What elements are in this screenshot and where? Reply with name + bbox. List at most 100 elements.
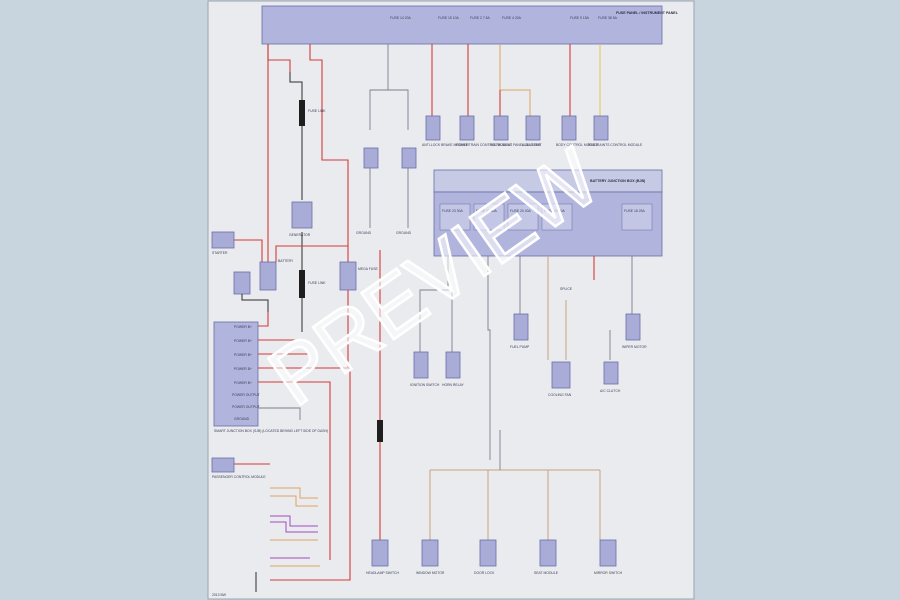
mid-component-box bbox=[551, 361, 571, 389]
power-bus-cell-label: FUSE 18 25A bbox=[624, 209, 645, 213]
bottom-component-box bbox=[421, 539, 439, 567]
ground-label: GROUND bbox=[356, 231, 372, 235]
mid-component-label: COOLING FAN bbox=[548, 393, 572, 397]
bottom-component-box bbox=[599, 539, 617, 567]
left-module-row: POWER B+ bbox=[234, 353, 252, 357]
top-components: ANTI-LOCK BRAKE MODULE POWERTRAIN CONTRO… bbox=[356, 44, 643, 235]
top-component-box bbox=[459, 115, 475, 141]
left-module-row: GROUND bbox=[234, 417, 250, 421]
battery-box bbox=[259, 261, 277, 291]
top-bus-fuse-label: FUSE 38 5A bbox=[598, 16, 618, 20]
power-bus-cell bbox=[439, 203, 471, 231]
left-module-box bbox=[213, 321, 259, 427]
passenger-module-label: PASSENGER CONTROL MODULE bbox=[212, 475, 266, 479]
page-ref: 2013 BW bbox=[212, 593, 227, 597]
power-bus-cell-label: FUSE 20 40A bbox=[510, 209, 531, 213]
power-bus-cell bbox=[507, 203, 539, 231]
bottom-component-box bbox=[479, 539, 497, 567]
starter-box bbox=[211, 231, 235, 249]
bottom-branches bbox=[429, 430, 601, 540]
top-bus-fuse-label: FUSE 15 10A bbox=[438, 16, 459, 20]
bottom-component-label: MIRROR SWITCH bbox=[594, 571, 623, 575]
top-bus-fuse-label: FUSE 9 15A bbox=[570, 16, 590, 20]
left-module-row: POWER B+ bbox=[234, 325, 252, 329]
left-module: POWER B+ POWER B+ POWER B+ POWER B+ POWE… bbox=[213, 312, 351, 581]
mid-component-label: A/C CLUTCH bbox=[600, 389, 621, 393]
fuse-link-symbol bbox=[299, 270, 305, 298]
ground-label: GROUND bbox=[396, 231, 412, 235]
generator-label: GENERATOR bbox=[289, 233, 311, 237]
top-component-box bbox=[493, 115, 509, 141]
battery-group: STARTER BATTERY MEGA FUSE bbox=[211, 231, 379, 330]
power-bus: BATTERY JUNCTION BOX (BJB) FUSE 23 30A F… bbox=[433, 169, 663, 257]
top-component-label: POWERTRAIN CONTROL MODULE bbox=[456, 143, 512, 147]
left-module-row: POWER B+ bbox=[234, 381, 252, 385]
battery-label: BATTERY bbox=[278, 259, 294, 263]
top-bus-fuse-label: FUSE 4 20A bbox=[502, 16, 522, 20]
switch-box bbox=[363, 147, 379, 169]
top-component-label: RESTRAINTS CONTROL MODULE bbox=[588, 143, 643, 147]
bottom-component-box bbox=[539, 539, 557, 567]
left-module-row: POWER B+ bbox=[234, 339, 252, 343]
mega-fuse-label: MEGA FUSE bbox=[358, 267, 379, 271]
mid-component-box bbox=[625, 313, 641, 341]
left-module-row: POWER OUTPUT bbox=[232, 405, 260, 409]
main-power-feed: GENERATOR FUSE LINK FUSE LINK bbox=[267, 44, 349, 332]
passenger-module-group: PASSENGER CONTROL MODULE 2013 BW bbox=[211, 457, 320, 597]
bottom-component-label: SEAT MODULE bbox=[534, 571, 559, 575]
left-module-row: POWER B+ bbox=[234, 367, 252, 371]
mid-component-box bbox=[603, 361, 619, 385]
top-component-box bbox=[561, 115, 577, 141]
power-bus-cell-label: FUSE 23 30A bbox=[442, 209, 463, 213]
mega-fuse-box bbox=[339, 261, 357, 291]
center-feed bbox=[377, 250, 383, 540]
generator-box bbox=[291, 201, 313, 229]
passenger-module-box bbox=[211, 457, 235, 473]
power-bus-cells: FUSE 23 30A FUSE 21 30A FUSE 20 40A FUSE… bbox=[439, 203, 653, 231]
top-component-box bbox=[525, 115, 541, 141]
bottom-component-label: DOOR LOCK bbox=[474, 571, 495, 575]
top-bus-title: FUSE PANEL / INSTRUMENT PANEL bbox=[616, 11, 679, 15]
power-bus-cell-label: FUSE 21 30A bbox=[476, 209, 497, 213]
mid-component-label: WIPER MOTOR bbox=[622, 345, 647, 349]
bottom-component-label: WINDOW MOTOR bbox=[416, 571, 445, 575]
left-module-row: POWER OUTPUT bbox=[232, 393, 260, 397]
top-bus-fuse-label: FUSE 14 20A bbox=[390, 16, 411, 20]
fuse-link-label: FUSE LINK bbox=[308, 109, 326, 113]
fuse-link-symbol bbox=[299, 100, 305, 126]
top-component-label: ANTI-LOCK BRAKE MODULE bbox=[422, 143, 469, 147]
mid-component-box bbox=[513, 313, 529, 341]
starter-label: STARTER bbox=[212, 251, 228, 255]
bottom-component-box bbox=[371, 539, 389, 567]
power-bus-cell bbox=[541, 203, 573, 231]
power-bus-title: BATTERY JUNCTION BOX (BJB) bbox=[590, 179, 646, 183]
fuse-link-symbol bbox=[377, 420, 383, 442]
power-bus-cell bbox=[621, 203, 653, 231]
diagram-sheet bbox=[207, 0, 695, 600]
top-component-label: BODY CONTROL MODULE bbox=[556, 143, 599, 147]
mid-component-label: HORN RELAY bbox=[442, 383, 465, 387]
fuse-link-label: FUSE LINK bbox=[308, 281, 326, 285]
mid-component-label: FUEL PUMP bbox=[510, 345, 530, 349]
mid-component-box bbox=[445, 351, 461, 379]
mid-component-box bbox=[413, 351, 429, 379]
mid-component-label: IGNITION SWITCH bbox=[410, 383, 440, 387]
top-bus-fuse-label: FUSE 2 7.5A bbox=[470, 16, 491, 20]
top-component-label: AUDIO UNIT bbox=[522, 143, 542, 147]
relay-box bbox=[233, 271, 251, 295]
top-component-label: INSTRUMENT PANEL CLUSTER bbox=[490, 143, 541, 147]
top-fuse-bus: FUSE PANEL / INSTRUMENT PANEL FUSE 14 20… bbox=[261, 5, 679, 45]
top-component-box bbox=[425, 115, 441, 141]
power-bus-cell bbox=[473, 203, 505, 231]
switch-box bbox=[401, 147, 417, 169]
left-module-caption: SMART JUNCTION BOX (SJB) (LOCATED BEHIND… bbox=[214, 429, 328, 433]
bottom-component-label: HEADLAMP SWITCH bbox=[366, 571, 399, 575]
top-bus-fuse-labels: FUSE 14 20A FUSE 15 10A FUSE 2 7.5A FUSE… bbox=[390, 16, 618, 20]
left-module-rows: POWER B+ POWER B+ POWER B+ POWER B+ POWE… bbox=[232, 325, 260, 421]
top-component-box bbox=[593, 115, 609, 141]
power-bus-cell-label: FUSE 22 20A bbox=[544, 209, 565, 213]
bottom-components: HEADLAMP SWITCH WINDOW MOTOR DOOR LOCK S… bbox=[366, 539, 623, 575]
mid-components: IGNITION SWITCH HORN RELAY FUEL PUMP COO… bbox=[410, 256, 647, 460]
